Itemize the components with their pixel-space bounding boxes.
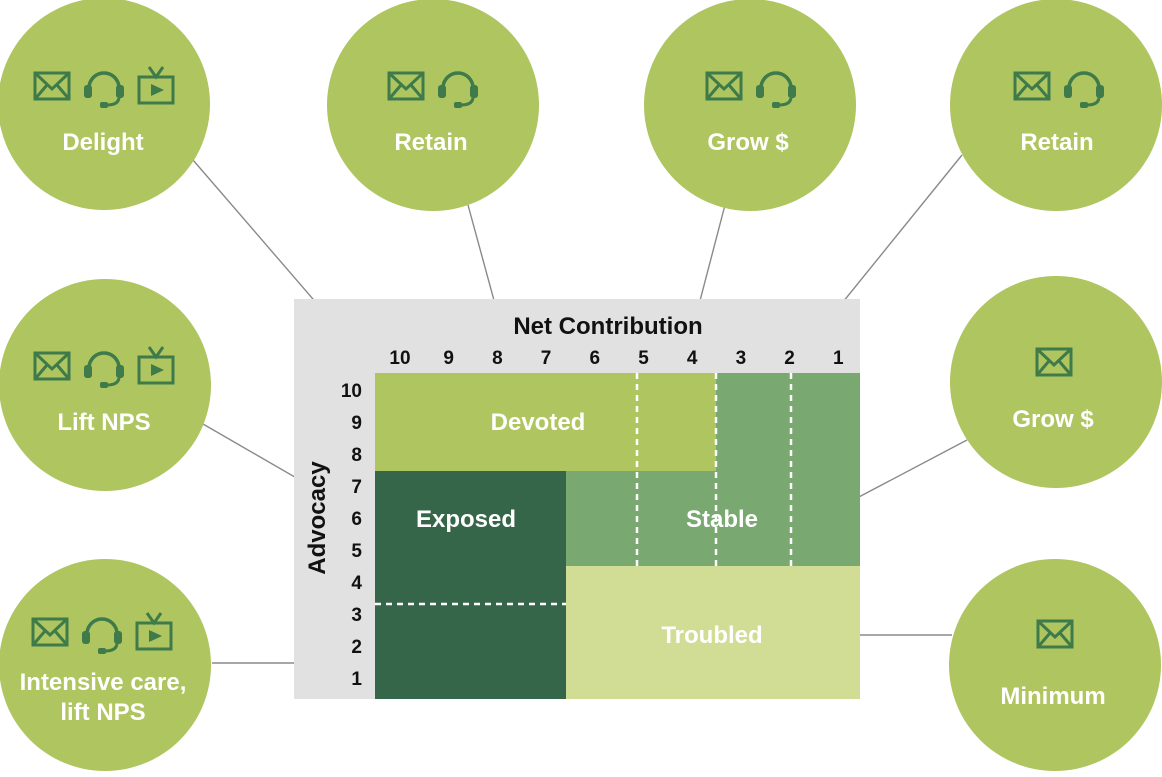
action-label-intensive-line1: Intensive care, [20, 669, 187, 696]
action-label-retain-b: Retain [1020, 129, 1093, 156]
segment-stable-top [716, 373, 860, 471]
label-exposed: Exposed [416, 506, 516, 533]
action-minimum: Minimum [949, 559, 1161, 771]
action-lift-nps: Lift NPS [0, 279, 211, 491]
segment-troubled [566, 566, 860, 699]
x-tick-4: 4 [687, 348, 698, 369]
action-retain-b: Retain [950, 0, 1162, 211]
action-label-grow-b: Grow $ [1012, 406, 1094, 433]
y-tick-6: 6 [351, 509, 362, 530]
x-tick-7: 7 [541, 348, 552, 369]
action-delight: Delight [0, 0, 210, 210]
x-tick-10: 10 [389, 348, 410, 369]
y-tick-8: 8 [351, 445, 362, 466]
action-circle [327, 0, 539, 211]
action-grow-b: Grow $ [950, 276, 1162, 488]
x-tick-3: 3 [736, 348, 747, 369]
y-tick-10: 10 [341, 381, 362, 402]
y-tick-4: 4 [351, 573, 362, 594]
action-circle [950, 0, 1162, 211]
action-circle [949, 559, 1161, 771]
y-axis-ticks: 10 9 8 7 6 5 4 3 2 1 [341, 381, 363, 690]
action-circle [0, 559, 211, 771]
x-tick-5: 5 [638, 348, 649, 369]
x-axis-title: Net Contribution [513, 313, 702, 340]
x-tick-1: 1 [833, 348, 844, 369]
x-tick-8: 8 [492, 348, 503, 369]
action-label-retain-a: Retain [394, 129, 467, 156]
action-label-lift-nps: Lift NPS [57, 409, 150, 436]
y-tick-1: 1 [351, 669, 362, 690]
y-tick-3: 3 [351, 605, 362, 626]
action-grow-a: Grow $ [644, 0, 856, 211]
label-devoted: Devoted [491, 409, 586, 436]
y-tick-5: 5 [351, 541, 362, 562]
x-tick-6: 6 [590, 348, 601, 369]
segment-dividers [375, 373, 793, 606]
action-circle [950, 276, 1162, 488]
y-tick-2: 2 [351, 637, 362, 658]
action-label-minimum: Minimum [1000, 683, 1105, 710]
label-troubled: Troubled [661, 622, 762, 649]
x-tick-9: 9 [443, 348, 454, 369]
x-axis-ticks: 10 9 8 7 6 5 4 3 2 1 [389, 348, 844, 369]
label-stable: Stable [686, 506, 758, 533]
y-tick-9: 9 [351, 413, 362, 434]
action-circle [644, 0, 856, 211]
y-tick-7: 7 [351, 477, 362, 498]
action-retain-a: Retain [327, 0, 539, 211]
x-tick-2: 2 [784, 348, 795, 369]
segment-exposed [375, 471, 566, 699]
segment-stable [566, 471, 860, 566]
action-label-intensive-line2: lift NPS [60, 699, 145, 726]
y-axis-title: Advocacy [304, 461, 331, 575]
segment-matrix: Devoted Exposed Stable Troubled Net Cont… [294, 299, 860, 699]
action-label-delight: Delight [62, 129, 143, 156]
segment-devoted [375, 373, 716, 471]
action-intensive-care: Intensive care, lift NPS [0, 559, 211, 771]
action-label-grow-a: Grow $ [707, 129, 789, 156]
